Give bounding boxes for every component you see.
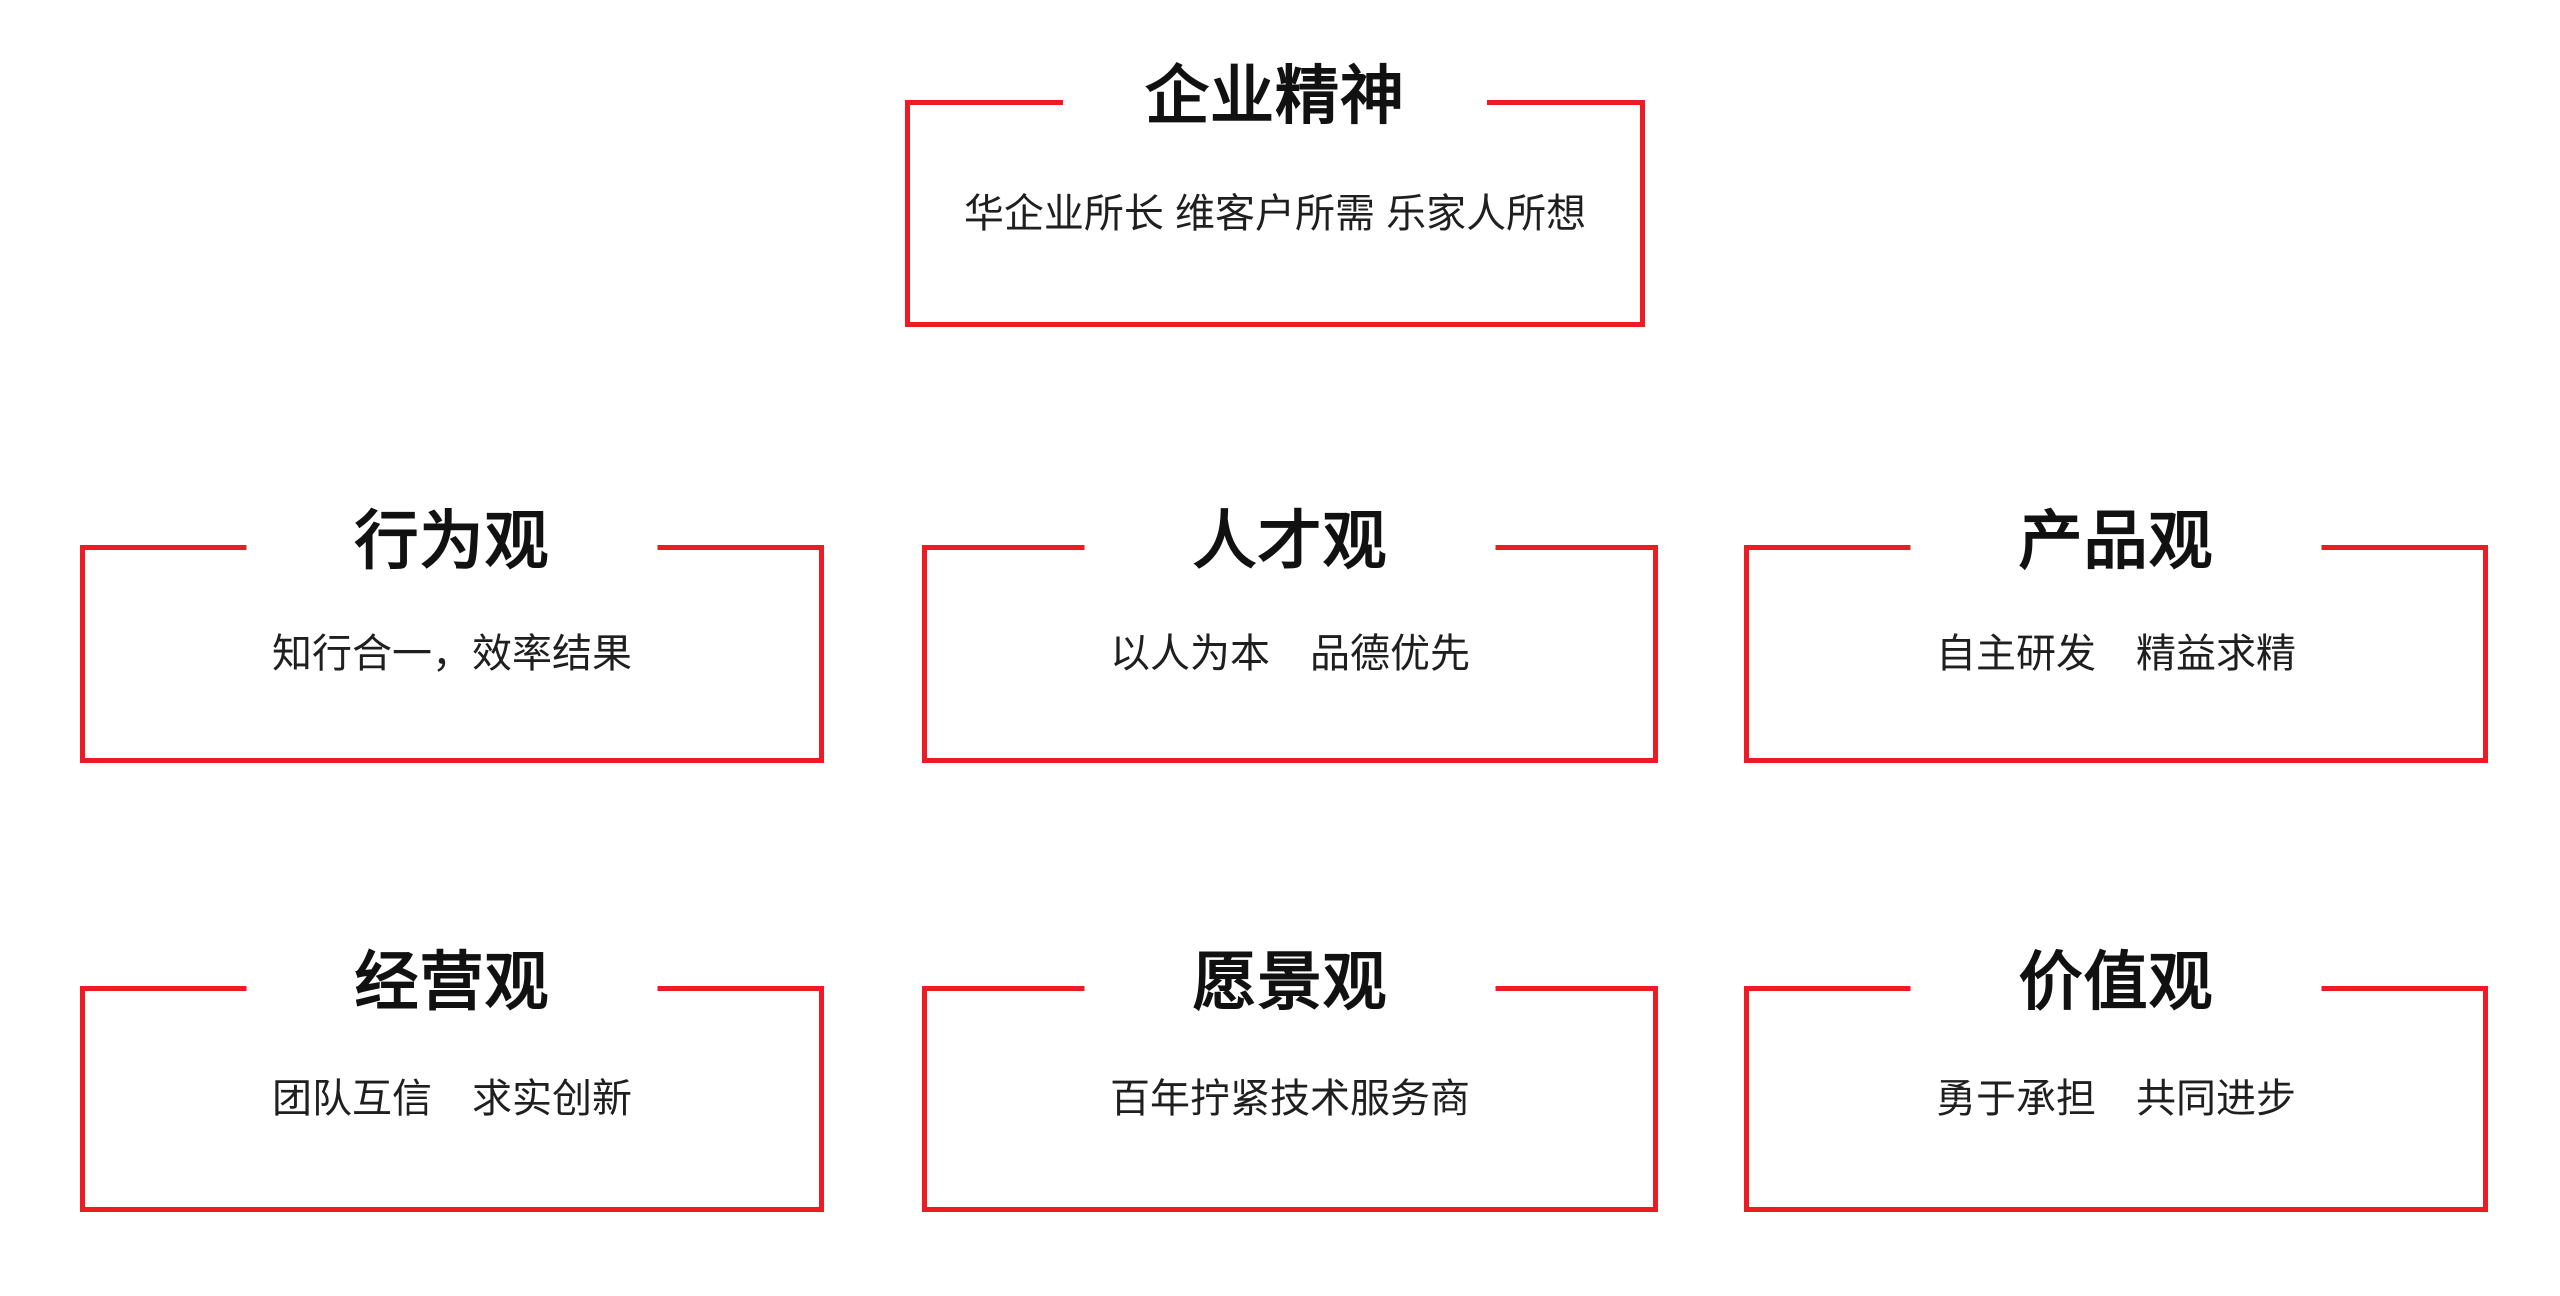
card-behavior-view: 行为观 知行合一，效率结果 xyxy=(80,504,824,763)
card-title: 企业精神 xyxy=(1063,59,1487,134)
card-values-view: 价值观 勇于承担 共同进步 xyxy=(1744,945,2488,1212)
card-title: 产品观 xyxy=(1910,504,2322,579)
card-title: 愿景观 xyxy=(1084,945,1496,1020)
card-vision-view: 愿景观 百年拧紧技术服务商 xyxy=(922,945,1658,1212)
card-title: 经营观 xyxy=(246,945,658,1020)
card-body: 以人为本 品德优先 xyxy=(1110,632,1470,676)
card-enterprise-spirit: 企业精神 华企业所长 维客户所需 乐家人所想 xyxy=(905,59,1645,327)
card-body: 团队互信 求实创新 xyxy=(272,1077,632,1121)
card-body: 勇于承担 共同进步 xyxy=(1936,1077,2296,1121)
card-body: 华企业所长 维客户所需 乐家人所想 xyxy=(963,191,1587,236)
card-body: 百年拧紧技术服务商 xyxy=(1110,1077,1470,1121)
card-title: 价值观 xyxy=(1910,945,2322,1020)
card-title: 人才观 xyxy=(1084,504,1496,579)
card-body: 知行合一，效率结果 xyxy=(272,632,632,676)
card-title: 行为观 xyxy=(246,504,658,579)
card-operation-view: 经营观 团队互信 求实创新 xyxy=(80,945,824,1212)
card-product-view: 产品观 自主研发 精益求精 xyxy=(1744,504,2488,763)
card-body: 自主研发 精益求精 xyxy=(1936,632,2296,676)
card-talent-view: 人才观 以人为本 品德优先 xyxy=(922,504,1658,763)
